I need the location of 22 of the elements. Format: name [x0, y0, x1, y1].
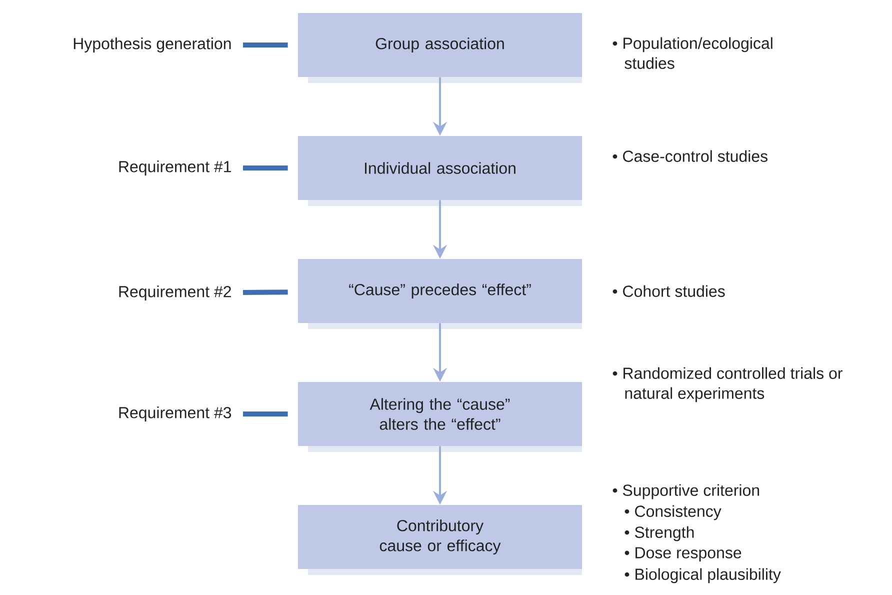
bullet-text: • Strength — [624, 526, 694, 542]
process-box: Contributory cause or efficacy — [298, 505, 582, 575]
connector-dash — [243, 166, 288, 170]
side-label: Requirement #1 — [119, 160, 231, 176]
bullet-text: • Randomized controlled trials or natural experiments — [612, 367, 842, 402]
bullet-text: • Biological plausibility — [624, 568, 781, 584]
bullet-text: • Cohort studies — [612, 285, 725, 297]
process-box: Altering the “cause” alters the “effect” — [298, 382, 582, 452]
process-box: “Cause” precedes “effect” — [298, 259, 582, 329]
side-label: Requirement #3 — [119, 406, 232, 422]
connector-dash — [243, 412, 288, 416]
bullet-text: • Dose response — [624, 547, 742, 562]
side-label: Requirement #2 — [119, 286, 231, 300]
bullet-text: • Case-control studies — [612, 150, 768, 162]
side-label: Hypothesis generation — [74, 38, 231, 52]
bullet-text: • Consistency — [624, 505, 722, 520]
connector-dash — [242, 290, 288, 295]
bullet-text: • Population/ecological studies — [612, 37, 772, 69]
bullet-text: • Supportive criterion — [612, 484, 760, 500]
process-box: Group association — [298, 13, 582, 83]
process-box: Individual association — [298, 136, 582, 206]
connector-dash — [243, 42, 288, 48]
